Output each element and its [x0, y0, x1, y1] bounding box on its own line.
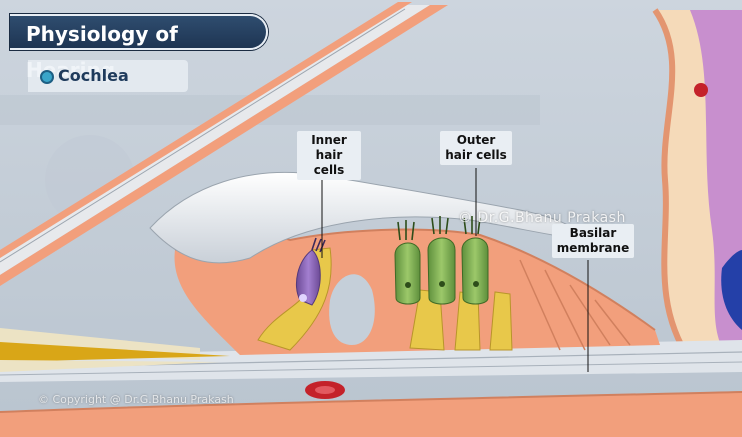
bullet-icon [40, 70, 54, 84]
watermark: © Dr.G.Bhanu Prakash [458, 210, 626, 226]
copyright-notice: © Copyright @ Dr.G.Bhanu Prakash [38, 393, 234, 406]
page-title: Physiology of Hearing [10, 14, 268, 50]
label-basilar-membrane: Basilar membrane [552, 224, 634, 258]
label-outer-hair-cells: Outer hair cells [440, 131, 512, 165]
subtitle: Cochlea [58, 66, 129, 85]
subtitle-box: Cochlea [28, 60, 188, 92]
label-inner-hair-cells: Inner hair cells [297, 131, 361, 180]
